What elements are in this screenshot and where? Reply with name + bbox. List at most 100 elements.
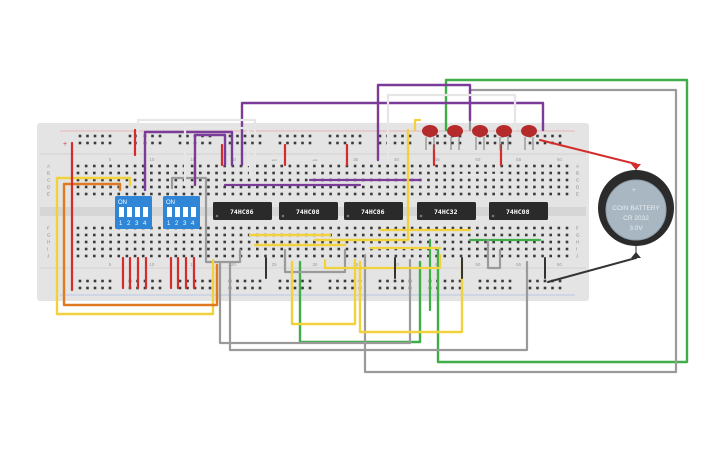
terminal-hole[interactable] [239,171,243,175]
rail-hole[interactable] [86,279,89,283]
terminal-hole[interactable] [296,185,300,189]
rail-hole[interactable] [443,286,447,290]
terminal-hole[interactable] [117,254,121,258]
rail-hole[interactable] [408,134,412,138]
terminal-hole[interactable] [500,178,504,182]
terminal-hole[interactable] [484,164,487,168]
terminal-hole[interactable] [158,171,161,175]
rail-hole[interactable] [493,286,497,290]
terminal-hole[interactable] [76,178,80,182]
terminal-hole[interactable] [467,233,471,237]
terminal-hole[interactable] [215,233,218,237]
terminal-hole[interactable] [125,171,129,175]
rail-hole[interactable] [208,286,212,290]
terminal-hole[interactable] [256,171,259,175]
dip-toggle-2[interactable] [175,207,180,217]
terminal-hole[interactable] [394,226,398,230]
terminal-hole[interactable] [419,185,422,189]
terminal-hole[interactable] [386,233,389,237]
terminal-hole[interactable] [565,164,569,168]
terminal-hole[interactable] [557,171,561,175]
terminal-hole[interactable] [174,240,178,244]
rail-hole[interactable] [378,134,382,138]
terminal-hole[interactable] [337,192,341,196]
terminal-hole[interactable] [280,240,284,244]
terminal-hole[interactable] [345,254,349,258]
terminal-hole[interactable] [141,233,145,237]
rail-hole[interactable] [536,134,539,138]
terminal-hole[interactable] [541,185,544,189]
terminal-hole[interactable] [516,171,520,175]
rail-hole[interactable] [208,279,212,283]
terminal-hole[interactable] [524,233,528,237]
terminal-hole[interactable] [476,171,479,175]
terminal-hole[interactable] [516,185,520,189]
terminal-hole[interactable] [524,171,528,175]
terminal-hole[interactable] [247,185,251,189]
rail-hole[interactable] [528,286,532,290]
rail-hole[interactable] [543,141,547,145]
rail-hole[interactable] [101,279,104,283]
terminal-hole[interactable] [76,254,80,258]
terminal-hole[interactable] [557,254,561,258]
terminal-hole[interactable] [541,247,544,251]
terminal-hole[interactable] [247,247,251,251]
terminal-hole[interactable] [296,171,300,175]
terminal-hole[interactable] [321,226,324,230]
terminal-hole[interactable] [150,164,153,168]
terminal-hole[interactable] [264,192,267,196]
rail-hole[interactable] [328,141,332,145]
rail-hole[interactable] [178,141,182,145]
rail-hole[interactable] [501,141,504,145]
terminal-hole[interactable] [109,233,112,237]
rail-hole[interactable] [478,279,482,283]
terminal-hole[interactable] [484,226,487,230]
terminal-hole[interactable] [174,178,178,182]
terminal-hole[interactable] [557,226,561,230]
rail-hole[interactable] [508,279,512,283]
terminal-hole[interactable] [84,240,88,244]
rail-hole[interactable] [178,134,182,138]
terminal-hole[interactable] [231,247,235,251]
terminal-hole[interactable] [239,192,243,196]
terminal-hole[interactable] [459,226,463,230]
rail-hole[interactable] [186,141,189,145]
terminal-hole[interactable] [304,254,308,258]
rail-hole[interactable] [201,286,204,290]
rail-hole[interactable] [478,141,482,145]
rail-hole[interactable] [393,286,397,290]
terminal-hole[interactable] [378,254,381,258]
terminal-hole[interactable] [190,192,194,196]
terminal-hole[interactable] [182,247,186,251]
terminal-hole[interactable] [207,240,210,244]
dip-toggle-3[interactable] [135,207,140,217]
terminal-hole[interactable] [370,240,373,244]
terminal-hole[interactable] [419,233,422,237]
terminal-hole[interactable] [166,185,169,189]
rail-hole[interactable] [236,279,239,283]
terminal-hole[interactable] [288,254,292,258]
terminal-hole[interactable] [174,254,178,258]
terminal-hole[interactable] [207,192,210,196]
terminal-hole[interactable] [264,247,267,251]
terminal-hole[interactable] [386,164,389,168]
rail-hole[interactable] [78,286,82,290]
terminal-hole[interactable] [541,164,544,168]
terminal-hole[interactable] [386,226,389,230]
terminal-hole[interactable] [231,185,235,189]
terminal-hole[interactable] [223,171,226,175]
terminal-hole[interactable] [419,164,422,168]
terminal-hole[interactable] [443,254,447,258]
rail-hole[interactable] [308,286,312,290]
rail-hole[interactable] [328,134,332,138]
terminal-hole[interactable] [533,254,536,258]
terminal-hole[interactable] [533,171,536,175]
terminal-hole[interactable] [402,192,406,196]
rail-hole[interactable] [251,134,254,138]
rail-hole[interactable] [528,279,532,283]
terminal-hole[interactable] [280,192,284,196]
terminal-hole[interactable] [443,171,447,175]
rail-hole[interactable] [443,134,447,138]
terminal-hole[interactable] [492,192,495,196]
rail-hole[interactable] [478,286,482,290]
